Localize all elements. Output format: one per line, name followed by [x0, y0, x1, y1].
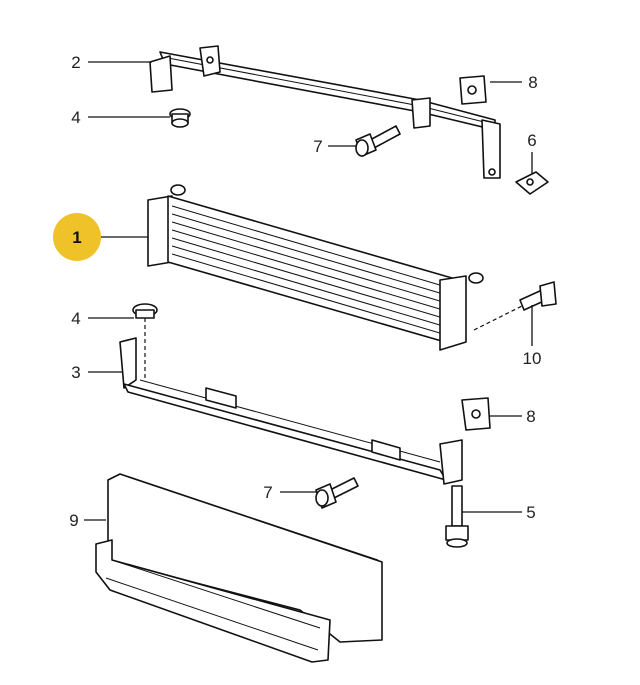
clip-bottom-icon	[461, 397, 491, 431]
callout-9[interactable]: 9	[69, 511, 78, 530]
callout-4-top[interactable]: 4	[71, 108, 80, 127]
flange-bolt-top-icon	[355, 125, 401, 157]
clip-nut-icon	[515, 171, 549, 195]
callout-1[interactable]: 1	[72, 228, 81, 247]
callout-8-top[interactable]: 8	[528, 73, 537, 92]
grommet-top-icon	[169, 108, 191, 128]
callout-7-top[interactable]: 7	[313, 137, 322, 156]
callout-4-bottom[interactable]: 4	[71, 309, 80, 328]
oil-cooler	[147, 184, 484, 351]
callout-7-bottom[interactable]: 7	[263, 483, 272, 502]
bolt-right-icon	[473, 281, 557, 331]
callout-2[interactable]: 2	[71, 53, 80, 72]
bolt-bottom-icon	[445, 485, 469, 548]
callout-8-bottom[interactable]: 8	[526, 407, 535, 426]
callout-6[interactable]: 6	[527, 131, 536, 150]
callout-1-highlight[interactable]	[53, 213, 101, 261]
grommet-bottom-icon	[132, 303, 158, 380]
lower-bracket	[119, 337, 463, 485]
leader-lines	[84, 61, 533, 521]
upper-bracket	[149, 45, 501, 179]
air-duct	[95, 473, 383, 663]
callout-3[interactable]: 3	[71, 363, 80, 382]
callout-10[interactable]: 10	[523, 349, 542, 368]
flange-bolt-bottom-icon	[315, 477, 359, 509]
callout-5[interactable]: 5	[526, 503, 535, 522]
clip-top-icon	[459, 75, 487, 105]
